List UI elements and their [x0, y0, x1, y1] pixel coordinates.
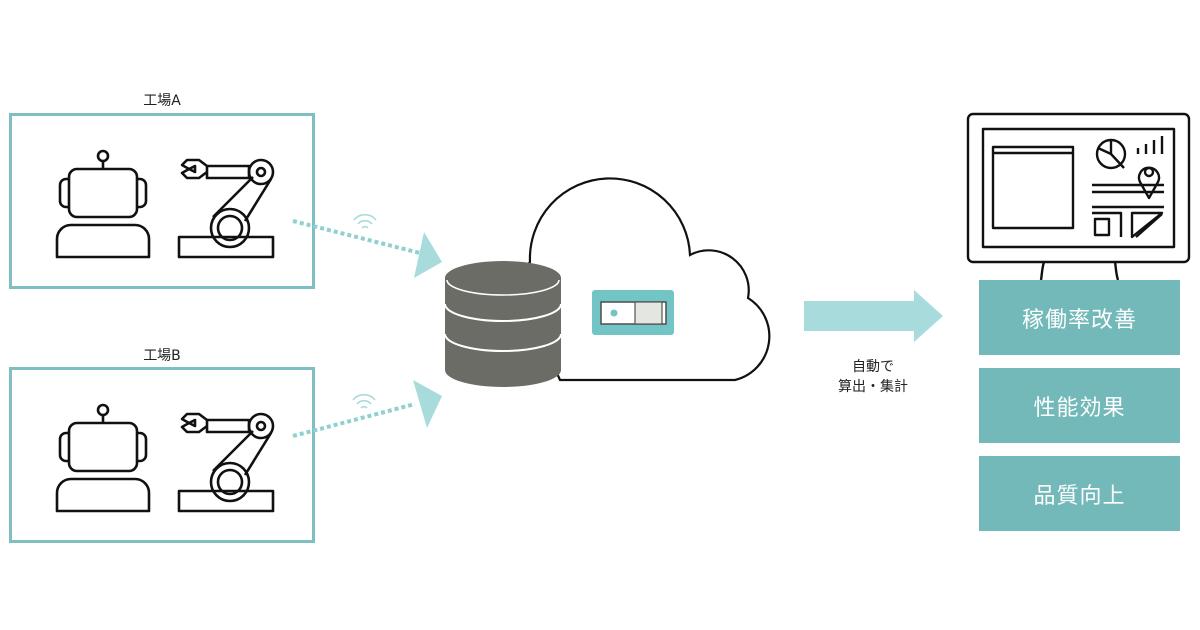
- caption-line-1: 自動で: [852, 359, 894, 375]
- robot-arm-icon: [177, 158, 275, 259]
- arrow-factory-b: [292, 380, 442, 438]
- factory-a-label: 工場A: [143, 93, 181, 109]
- result-box-quality: 品質向上: [979, 456, 1180, 531]
- factory-b-label: 工場B: [143, 348, 181, 364]
- factory-a-icons: [55, 149, 275, 259]
- caption-line-2: 算出・集計: [838, 379, 908, 395]
- cloud-icon: [518, 177, 771, 382]
- dashboard-monitor-icon: [966, 112, 1191, 281]
- process-arrow: [804, 290, 943, 342]
- storage-device-icon: [592, 290, 674, 335]
- factory-b-box: [9, 367, 315, 543]
- result-box-performance: 性能効果: [979, 368, 1180, 443]
- process-caption: 自動で 算出・集計: [818, 357, 928, 397]
- wifi-icon: [353, 213, 377, 229]
- factory-a-box: [9, 113, 315, 289]
- database-icon: [444, 261, 562, 387]
- robot-arm-icon: [177, 412, 275, 513]
- robot-icon: [55, 149, 151, 259]
- result-box-utilization: 稼働率改善: [979, 280, 1180, 355]
- arrow-factory-a: [292, 219, 442, 278]
- wifi-icon: [352, 393, 376, 409]
- robot-icon: [55, 403, 151, 513]
- factory-b-icons: [55, 403, 275, 513]
